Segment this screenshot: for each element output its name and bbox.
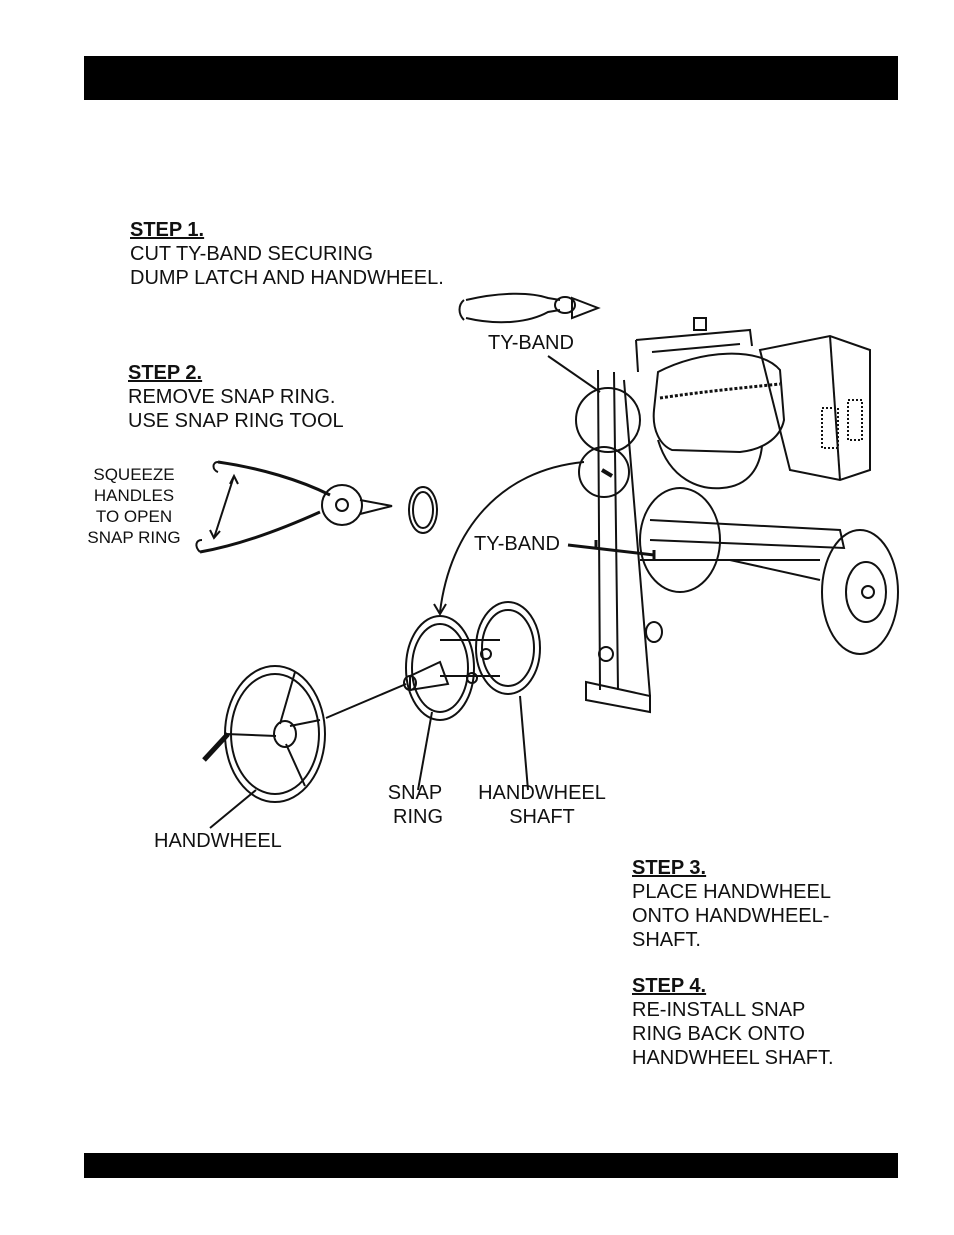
- handwheel-shaft-line-1: HANDWHEEL: [470, 781, 614, 805]
- squeeze-line-1: SQUEEZE: [80, 464, 188, 485]
- snap-ring-line-1: SNAP: [378, 781, 452, 805]
- tyband-top-label: TY-BAND: [488, 331, 574, 355]
- step-4-line-1: RE-INSTALL SNAP: [632, 998, 834, 1022]
- tyband-mid-label: TY-BAND: [474, 532, 560, 556]
- step-2-line-2: USE SNAP RING TOOL: [128, 409, 344, 433]
- handwheel-shaft-line-2: SHAFT: [470, 805, 614, 829]
- step-4-line-2: RING BACK ONTO: [632, 1022, 834, 1046]
- step-2-head: STEP 2.: [128, 361, 344, 385]
- handwheel-shaft-assembly: [326, 602, 540, 720]
- cement-mixer: [576, 318, 898, 712]
- step-1: STEP 1. CUT TY-BAND SECURING DUMP LATCH …: [130, 218, 444, 290]
- step-2-line-1: REMOVE SNAP RING.: [128, 385, 344, 409]
- step-3-line-1: PLACE HANDWHEEL: [632, 880, 831, 904]
- squeeze-line-3: TO OPEN: [80, 506, 188, 527]
- step-3-line-2: ONTO HANDWHEEL-: [632, 904, 831, 928]
- wire-cutter-icon: [460, 294, 599, 323]
- step-3: STEP 3. PLACE HANDWHEEL ONTO HANDWHEEL- …: [632, 856, 831, 952]
- snap-ring-label: SNAP RING: [378, 781, 452, 829]
- handwheel-shaft-label: HANDWHEEL SHAFT: [470, 781, 614, 829]
- leader-lines: [434, 356, 654, 614]
- snap-ring-line-2: RING: [378, 805, 452, 829]
- step-3-head: STEP 3.: [632, 856, 831, 880]
- step-4-head: STEP 4.: [632, 974, 834, 998]
- step-2: STEP 2. REMOVE SNAP RING. USE SNAP RING …: [128, 361, 344, 433]
- step-1-line-1: CUT TY-BAND SECURING: [130, 242, 444, 266]
- step-3-line-3: SHAFT.: [632, 928, 831, 952]
- handwheel-label: HANDWHEEL: [154, 829, 282, 853]
- snap-ring-pliers-icon: [196, 462, 437, 552]
- step-1-line-2: DUMP LATCH AND HANDWHEEL.: [130, 266, 444, 290]
- step-4: STEP 4. RE-INSTALL SNAP RING BACK ONTO H…: [632, 974, 834, 1070]
- step-1-head: STEP 1.: [130, 218, 444, 242]
- squeeze-line-2: HANDLES: [80, 485, 188, 506]
- squeeze-line-4: SNAP RING: [80, 527, 188, 548]
- squeeze-handles-label: SQUEEZE HANDLES TO OPEN SNAP RING: [80, 464, 188, 548]
- step-4-line-3: HANDWHEEL SHAFT.: [632, 1046, 834, 1070]
